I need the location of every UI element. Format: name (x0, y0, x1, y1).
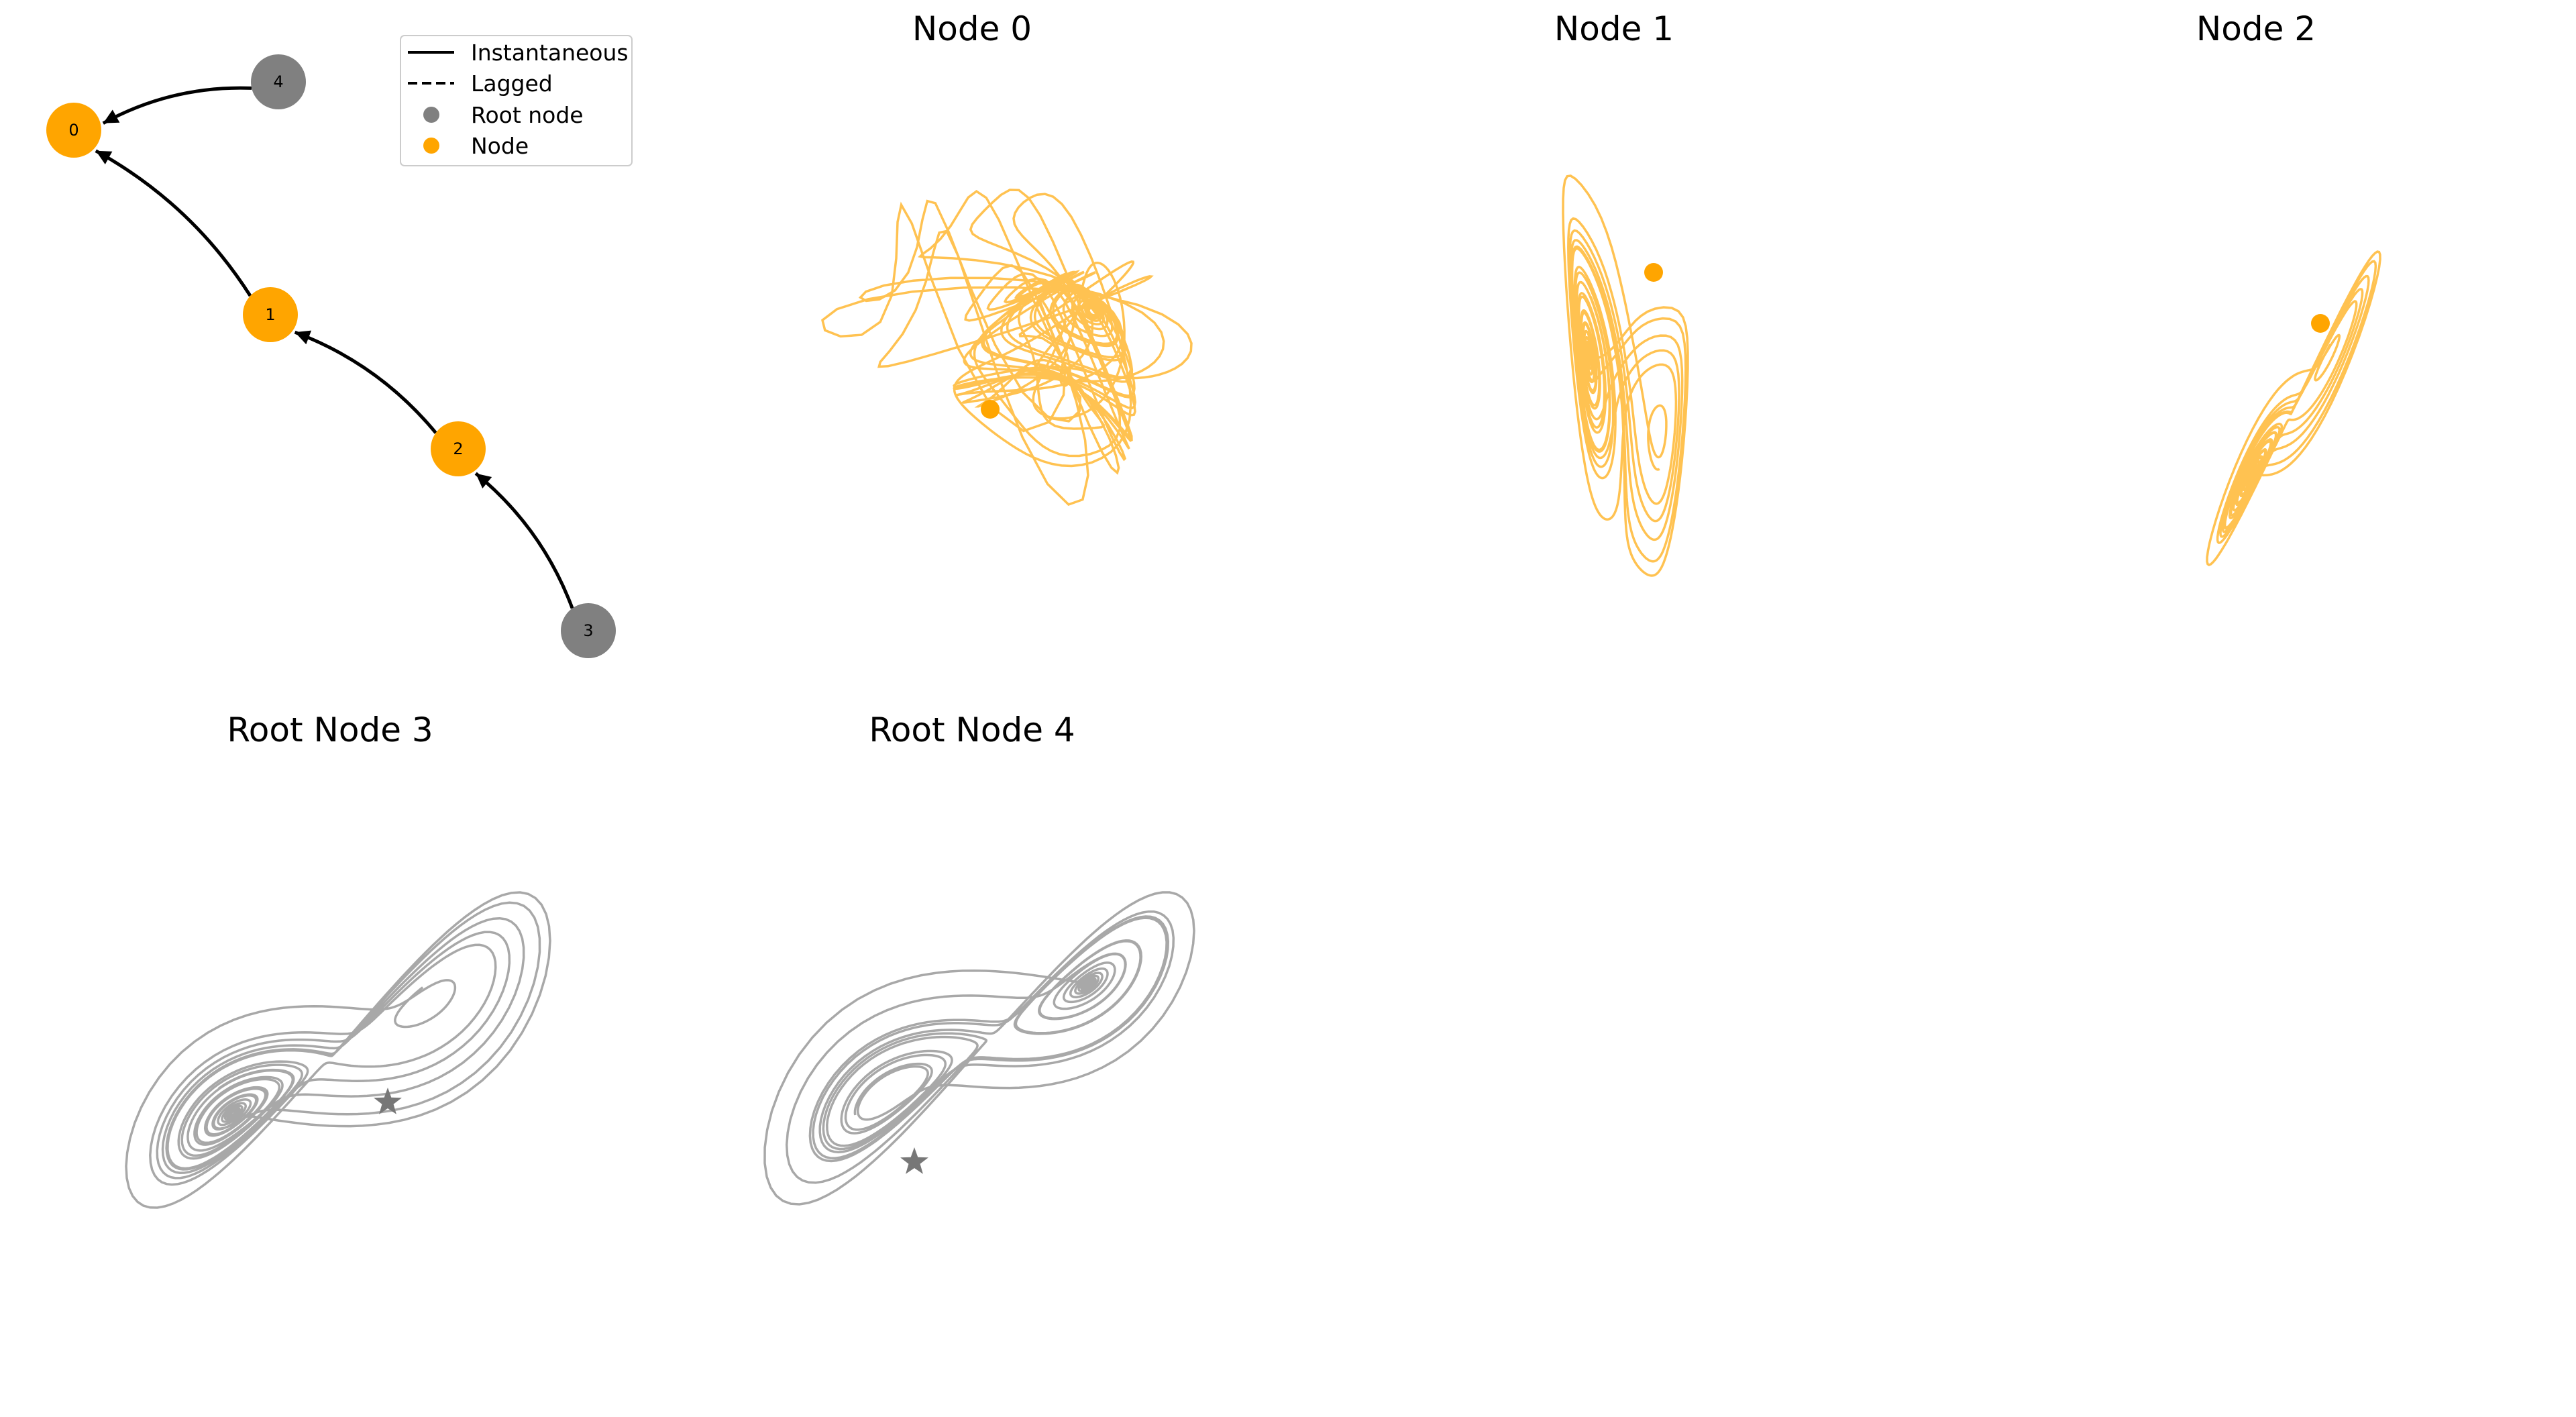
arrowhead-1-to-0 (95, 150, 113, 165)
legend-box (400, 35, 633, 166)
current-state-star-3 (374, 1088, 402, 1114)
edge-1-to-0 (95, 149, 252, 297)
current-state-marker-0 (981, 400, 1000, 419)
trajectory-4 (763, 891, 1195, 1206)
trajectory-2 (2206, 250, 2381, 566)
legend-label-instantaneous: Instantaneous (471, 40, 629, 66)
legend: Instantaneous Lagged Root node Node (400, 35, 633, 166)
graph-node-4 (251, 54, 306, 109)
trajectory-0 (821, 189, 1193, 507)
trajectory-1 (1562, 174, 1689, 577)
causal-graph: 0 1 2 3 4 (46, 54, 616, 658)
panel-title-node-1: Node 1 (1554, 9, 1674, 48)
panel-title-node-0: Node 0 (912, 9, 1032, 48)
graph-node-label-3: 3 (583, 621, 593, 640)
legend-node-marker (423, 138, 439, 154)
arrowhead-4-to-0 (103, 109, 120, 123)
legend-label-root-node: Root node (471, 102, 584, 128)
edge-3-to-2 (474, 472, 574, 609)
graph-node-3 (561, 603, 616, 658)
current-state-marker-1 (1644, 263, 1663, 282)
current-state-marker-2 (2311, 314, 2330, 333)
graph-node-2 (431, 421, 486, 476)
arrowhead-2-to-1 (294, 330, 312, 345)
trajectory-3 (125, 891, 551, 1209)
panel-title-root-node-4: Root Node 4 (869, 711, 1075, 749)
current-state-star-4 (900, 1147, 928, 1174)
graph-node-label-1: 1 (265, 305, 275, 324)
edge-4-to-0 (102, 86, 252, 125)
graph-node-label-4: 4 (273, 72, 283, 91)
graph-node-1 (243, 287, 298, 342)
panel-title-root-node-3: Root Node 3 (227, 711, 433, 749)
panel-title-node-2: Node 2 (2196, 9, 2316, 48)
trajectories (125, 174, 2381, 1209)
legend-root-marker (423, 107, 439, 123)
edge-2-to-1 (294, 330, 437, 434)
graph-node-0 (46, 103, 101, 158)
graph-node-label-0: 0 (68, 121, 78, 140)
graph-node-label-2: 2 (453, 439, 463, 458)
legend-label-node: Node (471, 133, 529, 159)
legend-label-lagged: Lagged (471, 70, 553, 97)
arrowhead-3-to-2 (476, 473, 492, 489)
